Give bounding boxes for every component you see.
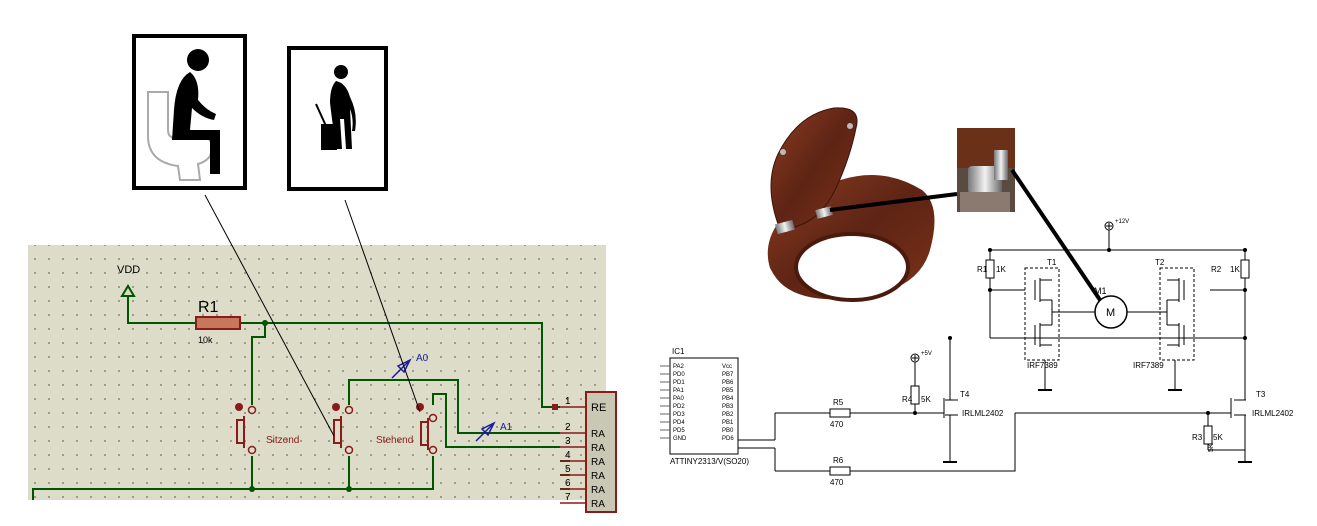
pin-number: 4 — [565, 450, 571, 461]
r3-label: R3 — [1192, 433, 1203, 442]
supply-5v-label: +5V — [921, 351, 932, 357]
pin-marker — [552, 404, 558, 410]
r1-value: 10k — [198, 335, 213, 345]
ic-pin-label: PD5 — [673, 428, 685, 434]
vdd-label: VDD — [117, 264, 140, 276]
r2-value: 1K — [1230, 265, 1240, 274]
ic-pin-label: PB3 — [722, 404, 734, 410]
ic-pin-label: PA2 — [673, 364, 685, 370]
r1-label: R1 — [198, 299, 219, 316]
motor-label: M — [1106, 307, 1115, 319]
probe-a1-label: A1 — [500, 422, 513, 433]
t2-label: T2 — [1155, 258, 1165, 267]
t2-part: IRF7389 — [1133, 361, 1164, 370]
r6-value: 470 — [830, 478, 844, 487]
motor-symbol[interactable]: M M1 — [1094, 286, 1128, 329]
toilet-seat-photo — [767, 107, 935, 302]
r1-value: 1K — [996, 265, 1006, 274]
ic-pin-label: PD4 — [673, 420, 685, 426]
pin-label: RA — [591, 499, 605, 510]
r3-value-rotated: 5K — [1208, 443, 1215, 452]
resistor-r1[interactable]: R1 10k — [195, 299, 241, 345]
ic-pin-label: PA0 — [673, 396, 685, 402]
probe-a1[interactable]: A1 — [475, 421, 513, 442]
ic-pin-label: PB1 — [722, 420, 734, 426]
t4-label: T4 — [960, 390, 970, 399]
ic-pin-label: Vcc — [722, 364, 732, 370]
microcontroller-chip[interactable]: RE 1 2 3 4 5 6 7 RA RA — [560, 391, 617, 513]
pin-label: RA — [591, 485, 605, 496]
switch-sitzend[interactable]: Sitzend — [235, 403, 299, 455]
ic-pin-label: PB2 — [722, 412, 734, 418]
pin-label: RA — [591, 457, 605, 468]
ic-label: IC1 — [672, 347, 685, 356]
t3-label: T3 — [1256, 390, 1266, 399]
right-schematic-labels: +12V +5V R1 1K R2 1K T1 T2 IRF7389 IRF73… — [670, 219, 1294, 487]
t4-part: IRLML2402 — [962, 409, 1004, 418]
probe-a0[interactable]: A0 — [391, 353, 429, 379]
r2-label: R2 — [1211, 265, 1222, 274]
switch1-label: Sitzend — [266, 435, 299, 446]
chip-label: RE — [591, 402, 606, 414]
standing-person-urinal-icon — [287, 46, 388, 191]
ic-pin-label: PA1 — [673, 388, 685, 394]
hinge-closeup-photo — [957, 128, 1015, 212]
schematic-grid — [28, 245, 606, 500]
hinge-pointer-line — [829, 192, 958, 212]
motor-driver-schematic — [669, 221, 1252, 476]
r3-value: 5K — [1213, 433, 1223, 442]
junction-dot — [249, 486, 255, 492]
ic-pin-label: PB5 — [722, 388, 734, 394]
proteus-schematic: VDD R1 10k — [28, 245, 617, 513]
ic-pin-label: PD2 — [673, 404, 685, 410]
ic-pin-label: PD3 — [673, 412, 685, 418]
r4-label: R4 — [902, 395, 913, 404]
ic-pin-label: PD1 — [673, 380, 685, 386]
pin-number: 5 — [565, 464, 571, 475]
junction-dots — [913, 248, 1247, 415]
t3-part: IRLML2402 — [1252, 409, 1294, 418]
rotated-refs: 5K — [1208, 443, 1215, 452]
pin-label: RA — [591, 429, 605, 440]
pointer-line — [204, 194, 335, 437]
ic-pin-label: PB0 — [722, 428, 734, 434]
motor-ref: M1 — [1094, 286, 1107, 296]
t1-label: T1 — [1047, 258, 1057, 267]
probe-a0-label: A0 — [416, 353, 429, 364]
ic-pin-label: GND — [673, 436, 687, 442]
switch-stehend[interactable]: Stehend — [376, 403, 438, 455]
r4-value: 5K — [921, 395, 931, 404]
sitting-person-toilet-icon — [132, 34, 247, 190]
pin-number: 7 — [565, 492, 571, 503]
ic-pin-label: PB7 — [722, 372, 734, 378]
r5-value: 470 — [830, 420, 844, 429]
pointer-line — [344, 199, 421, 413]
pin-number: 1 — [565, 396, 571, 407]
pin-number: 6 — [565, 478, 571, 489]
switch-2[interactable] — [332, 403, 354, 455]
ic-part: ATTINY2313/V(SO20) — [670, 457, 749, 466]
pin-number: 2 — [565, 422, 571, 433]
r1-label: R1 — [977, 265, 988, 274]
t1-part: IRF7389 — [1027, 361, 1058, 370]
junction-dot — [262, 320, 268, 326]
junction-dot — [346, 486, 352, 492]
supply-12v-label: +12V — [1115, 219, 1129, 225]
pin-number: 3 — [565, 436, 571, 447]
r5-label: R5 — [833, 398, 844, 407]
ic-pin-labels: PA2 PD0 PD1 PA1 PA0 PD2 PD3 PD4 PD5 GND … — [673, 364, 734, 442]
motor-pointer-line — [1010, 168, 1102, 302]
switch2-label: Stehend — [376, 435, 413, 446]
ic-pin-label: PB4 — [722, 396, 734, 402]
ic-pin-label: PD6 — [722, 436, 734, 442]
pin-label: RA — [591, 471, 605, 482]
ic-pin-stubs — [660, 365, 670, 439]
ic-pin-label: PB6 — [722, 380, 734, 386]
pin-label: RA — [591, 443, 605, 454]
ic-pin-label: PD0 — [673, 372, 685, 378]
r6-label: R6 — [833, 456, 844, 465]
